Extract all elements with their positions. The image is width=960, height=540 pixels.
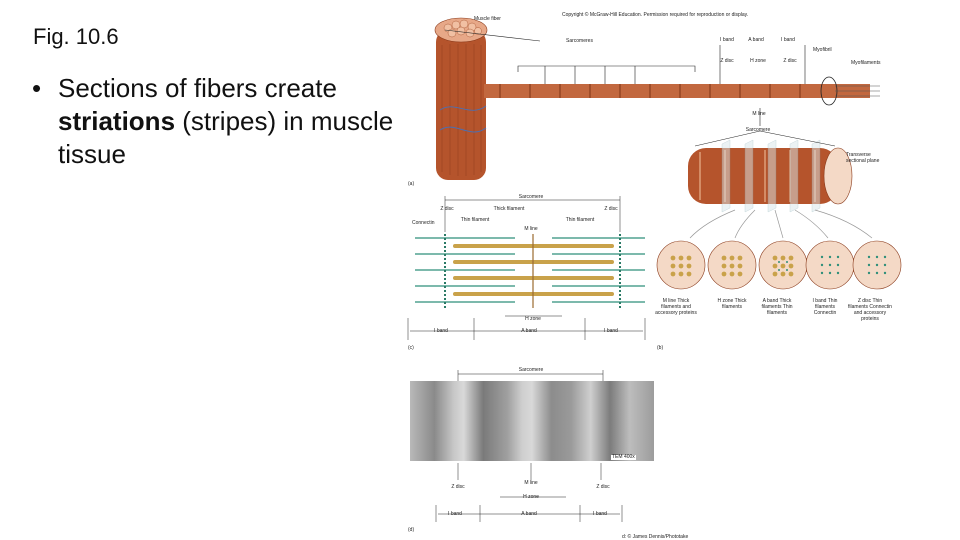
sarcomere-brackets — [444, 29, 806, 126]
label-a-band-c: A band — [521, 328, 537, 334]
label-myofibril: Myofibril — [813, 47, 832, 53]
photo-credit: d: © James Dennis/Phototake — [622, 534, 689, 540]
label-i-band-c-right: I band — [604, 328, 618, 334]
label-m-line-a: M line — [752, 111, 766, 117]
bullet-text-bold: striations — [58, 106, 176, 136]
label-i-band-a1: I band — [720, 37, 734, 43]
label-section-z-disc: Z disc Thin filaments Connectin and acce… — [848, 298, 892, 322]
panel-label-d: (d) — [408, 527, 415, 533]
label-z-disc-c-right: Z disc — [604, 206, 618, 212]
label-section-m-line: M line Thick filaments and accessory pro… — [655, 298, 697, 316]
label-sarcomere-c: Sarcomere — [518, 194, 544, 200]
label-i-band-a2: I band — [781, 37, 795, 43]
label-sarcomere-a: Sarcomere — [745, 127, 771, 133]
label-muscle-fiber: Muscle fiber — [474, 16, 501, 22]
label-section-a-band: A band Thick filaments Thin filaments — [761, 298, 793, 316]
label-m-line-d: M line — [524, 480, 538, 486]
label-z-disc-d-left: Z disc — [451, 484, 465, 490]
label-i-band-c-left: I band — [434, 328, 448, 334]
label-z-disc-d-right: Z disc — [596, 484, 610, 490]
panel-label-c: (c) — [408, 345, 414, 351]
cross-sections — [656, 209, 902, 290]
label-sarcomeres: Sarcomeres — [566, 38, 593, 44]
label-h-zone-d: H zone — [523, 494, 539, 500]
figure-number: Fig. 10.6 — [33, 24, 119, 49]
bullet-list: • Sections of fibers create striations (… — [32, 72, 402, 171]
label-myofilaments: Myofilaments — [851, 60, 881, 66]
sarcomere-diagram — [407, 196, 646, 340]
label-thin-filament-c-left: Thin filament — [460, 217, 490, 223]
label-h-zone-a: H zone — [750, 58, 766, 64]
label-m-line-c: M line — [524, 226, 538, 232]
myofibril-enlarged — [688, 130, 853, 213]
label-thin-filament-c-right: Thin filament — [565, 217, 595, 223]
label-a-band-a: A band — [748, 37, 764, 43]
label-i-band-d-left: I band — [448, 511, 462, 517]
label-z-disc-a1: Z disc — [720, 58, 734, 64]
label-sarcomere-d: Sarcomere — [518, 367, 544, 373]
panel-label-b: (b) — [657, 345, 664, 351]
label-h-zone-c: H zone — [525, 316, 541, 322]
label-section-h-zone: H zone Thick filaments — [717, 298, 747, 310]
label-tem-magnification: TEM 400x — [611, 454, 636, 460]
bullet-item: • Sections of fibers create striations (… — [32, 72, 402, 171]
bullet-text-post: (stripes) in muscle tissue — [58, 106, 394, 169]
label-z-disc-a2: Z disc — [783, 58, 797, 64]
label-i-band-d-right: I band — [593, 511, 607, 517]
label-transverse-plane: Transverse sectional plane — [846, 152, 880, 164]
bullet-dot: • — [32, 73, 42, 103]
label-section-i-band: I band Thin filaments Connectin — [812, 298, 838, 316]
panel-label-a: (a) — [408, 181, 415, 187]
bullet-text-pre: Sections of fibers create — [58, 73, 337, 103]
muscle-fiber-bundle — [434, 17, 488, 180]
copyright-notice: Copyright © McGraw-Hill Education. Permi… — [562, 12, 749, 18]
tem-micrograph — [410, 381, 654, 461]
label-a-band-d: A band — [521, 511, 537, 517]
micrograph-brackets — [435, 370, 623, 522]
myofibril-strand — [484, 76, 880, 106]
label-z-disc-c-left: Z disc — [440, 206, 454, 212]
label-connectin-c: Connectin — [412, 220, 435, 226]
label-thick-filament-c: Thick filament — [493, 206, 525, 212]
bullet-text: Sections of fibers create striations (st… — [58, 72, 402, 171]
